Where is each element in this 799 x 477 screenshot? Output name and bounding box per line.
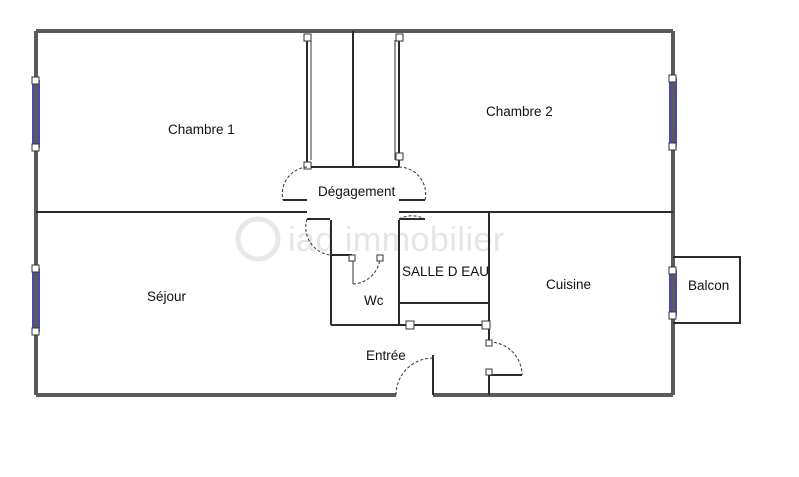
room-label-balcon: Balcon [688,278,729,293]
window-chambre1 [31,76,40,152]
room-label-chambre1: Chambre 1 [168,122,235,137]
room-label-salle-deau: SALLE D EAU [402,264,489,279]
balcony-outline [673,256,741,324]
closets [303,31,404,170]
watermark: iad immobilier [235,216,505,262]
room-label-entree: Entrée [366,348,406,363]
door-swings [281,166,523,396]
room-label-sejour: Séjour [147,289,187,304]
room-label-chambre2: Chambre 2 [486,104,553,119]
window-sejour [31,264,40,336]
window-cuisine [668,266,677,320]
room-label-cuisine: Cuisine [546,277,591,292]
room-label-wc: Wc [364,293,384,308]
watermark-text: iad immobilier [288,221,505,259]
window-chambre2 [668,74,677,151]
interior-walls [36,199,673,395]
watermark-logo-icon [235,216,281,262]
room-label-degagement: Dégagement [318,184,396,199]
